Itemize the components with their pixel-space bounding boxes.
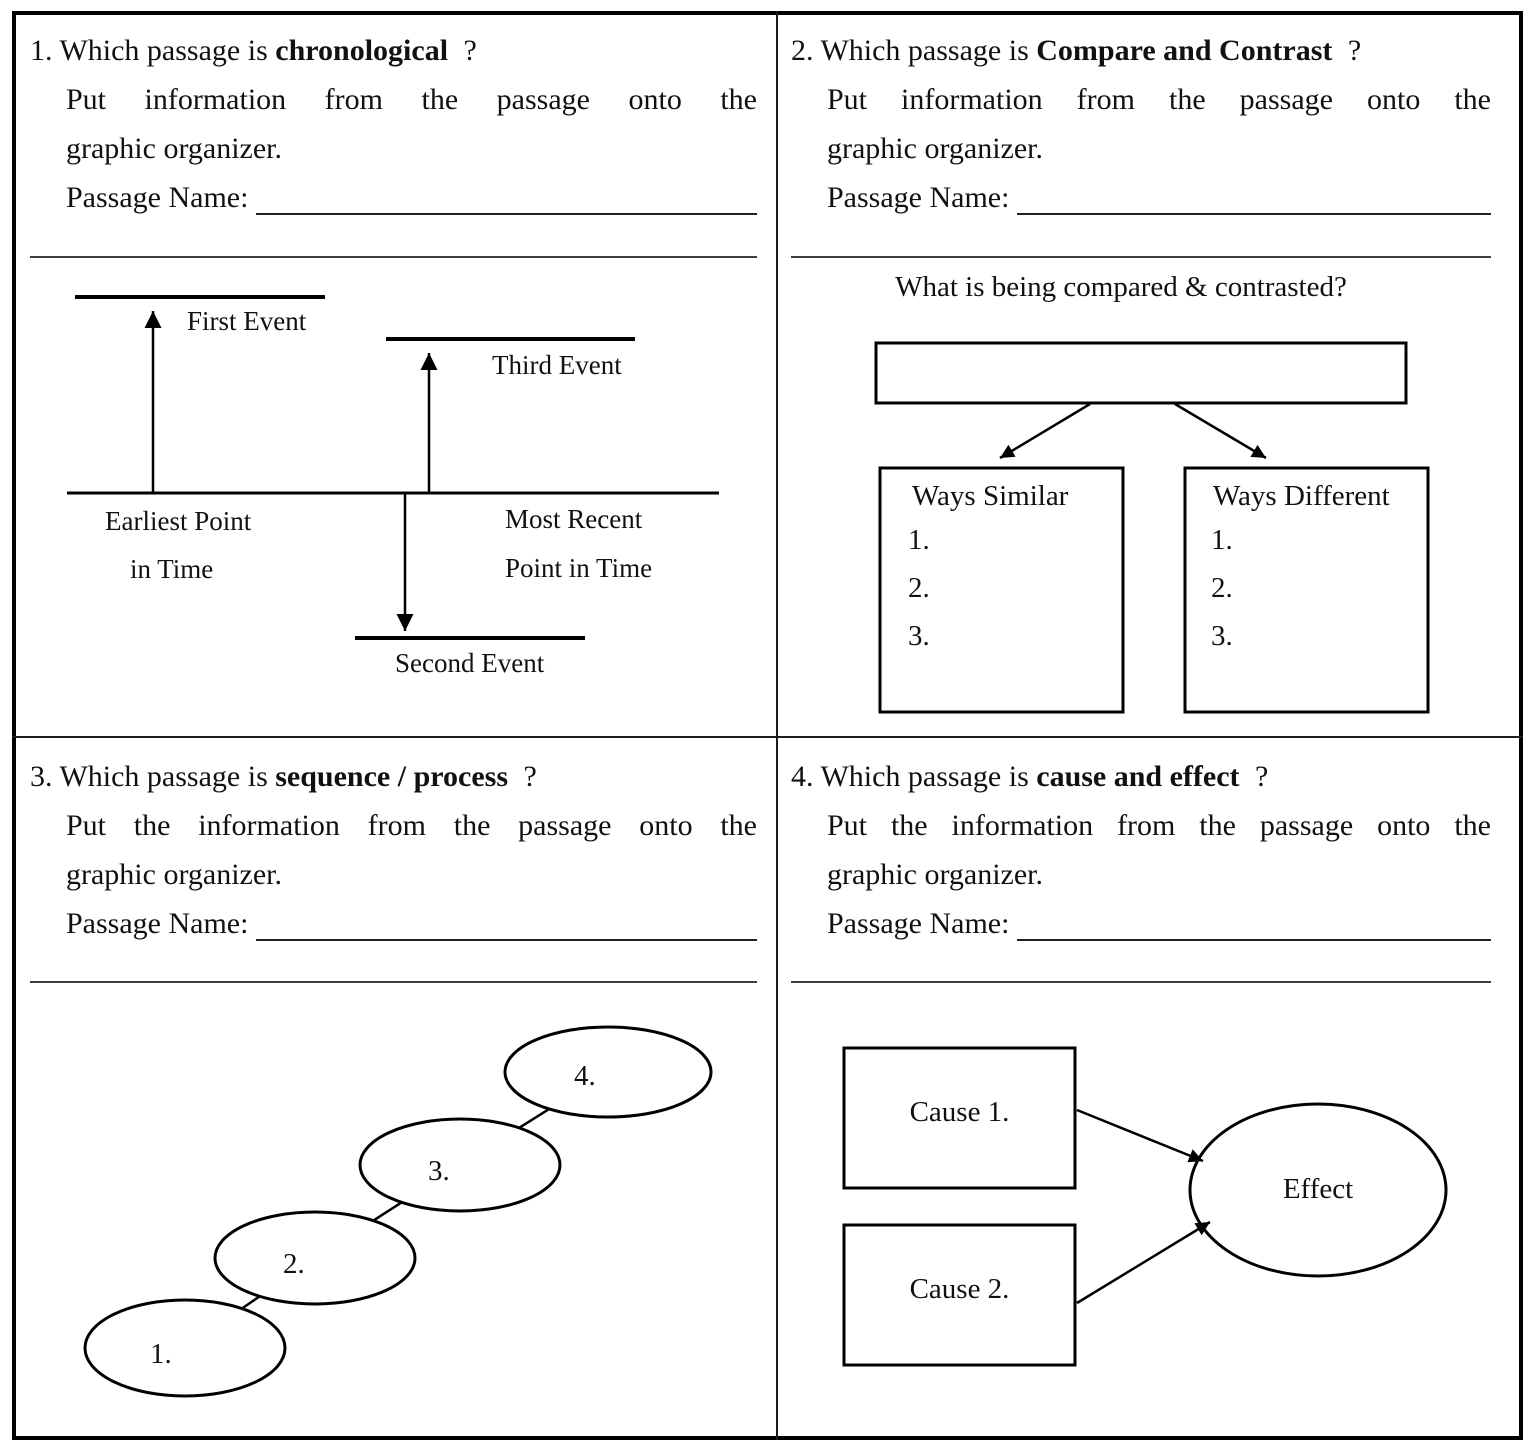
arrow-to-similar <box>999 402 1091 460</box>
passage-name-label: Passage Name: <box>827 907 1010 940</box>
ways-similar-title: Ways Similar <box>912 480 1069 512</box>
section-separator <box>30 256 757 258</box>
passage-name-blank[interactable] <box>1017 213 1491 215</box>
instruction-line: graphic organizer. <box>66 858 283 891</box>
worksheet-border <box>12 11 1523 1440</box>
question-2-block: 2. Which passage is Compare and Contrast… <box>791 26 1491 222</box>
earliest-point-label2: in Time <box>130 554 214 584</box>
passage-name-row: Passage Name: <box>66 899 757 948</box>
instruction-line: Put the information from the passage ont… <box>827 809 1491 842</box>
passage-name-blank[interactable] <box>256 213 757 215</box>
arrow-to-different <box>1174 402 1267 460</box>
first-event-label: First Event <box>187 306 307 336</box>
keyword-sequence-process: sequence / process <box>275 760 509 793</box>
sequence-step-4-label: 4. <box>574 1060 596 1092</box>
passage-name-row: Passage Name: <box>66 173 757 222</box>
vertical-divider <box>776 11 778 1440</box>
instruction-line: Put information from the passage onto th… <box>827 83 1491 116</box>
passage-name-blank[interactable] <box>256 939 757 941</box>
section-separator <box>30 981 757 983</box>
instruction-line: graphic organizer. <box>827 858 1044 891</box>
instruction-line: graphic organizer. <box>827 132 1044 165</box>
question-number: 4. <box>791 760 814 793</box>
different-item-1: 1. <box>1211 524 1233 556</box>
question-number: 1. <box>30 34 53 67</box>
different-item-2: 2. <box>1211 572 1233 604</box>
question-1-block: 1. Which passage is chronological ? Put … <box>30 26 757 222</box>
question-number: 2. <box>791 34 814 67</box>
cause-2-arrow <box>1076 1220 1211 1305</box>
similar-item-3: 3. <box>908 620 930 652</box>
sequence-step-2-ellipse[interactable] <box>213 1210 417 1306</box>
question-4-title: 4. Which passage is cause and effect ? <box>791 760 1269 793</box>
passage-name-label: Passage Name: <box>827 181 1010 214</box>
question-number: 3. <box>30 760 53 793</box>
section-separator <box>791 256 1491 258</box>
passage-name-row: Passage Name: <box>827 899 1491 948</box>
most-recent-label2: Point in Time <box>505 553 653 583</box>
cause-1-arrow <box>1076 1108 1204 1163</box>
sequence-step-3-label: 3. <box>428 1155 450 1187</box>
passage-name-label: Passage Name: <box>66 181 249 214</box>
question-2-title: 2. Which passage is Compare and Contrast… <box>791 34 1362 67</box>
ways-similar-box[interactable] <box>878 466 1125 714</box>
sequence-step-2-label: 2. <box>283 1248 305 1280</box>
question-4-block: 4. Which passage is cause and effect ? P… <box>791 752 1491 948</box>
similar-item-2: 2. <box>908 572 930 604</box>
sequence-step-1-label: 1. <box>150 1338 172 1370</box>
question-1-title: 1. Which passage is chronological ? <box>30 34 477 67</box>
effect-label: Effect <box>1282 1173 1354 1205</box>
effect-ellipse[interactable] <box>1188 1102 1448 1278</box>
ways-different-box[interactable] <box>1183 466 1430 714</box>
passage-name-blank[interactable] <box>1017 939 1491 941</box>
section-separator <box>791 981 1491 983</box>
cause-2-box[interactable] <box>842 1223 1077 1367</box>
ways-different-title: Ways Different <box>1213 480 1390 512</box>
cause-1-label: Cause 1. <box>909 1096 1010 1128</box>
sequence-step-1-ellipse[interactable] <box>83 1298 287 1398</box>
second-event-label: Second Event <box>395 648 545 678</box>
third-event-label: Third Event <box>492 350 622 380</box>
compared-topic-box[interactable] <box>874 341 1408 405</box>
instruction-line: graphic organizer. <box>66 132 283 165</box>
cause-2-label: Cause 2. <box>909 1273 1010 1305</box>
cause-1-box[interactable] <box>842 1046 1077 1190</box>
keyword-chronological: chronological <box>275 34 449 67</box>
keyword-compare-contrast: Compare and Contrast <box>1036 34 1333 67</box>
compare-contrast-prompt: What is being compared & contrasted? <box>895 271 1347 303</box>
sequence-step-4-ellipse[interactable] <box>503 1025 713 1119</box>
passage-name-label: Passage Name: <box>66 907 249 940</box>
passage-name-row: Passage Name: <box>827 173 1491 222</box>
instruction-line: Put the information from the passage ont… <box>66 809 757 842</box>
instruction-line: Put information from the passage onto th… <box>66 83 757 116</box>
question-3-block: 3. Which passage is sequence / process ?… <box>30 752 757 948</box>
different-item-3: 3. <box>1211 620 1233 652</box>
keyword-cause-effect: cause and effect <box>1036 760 1240 793</box>
similar-item-1: 1. <box>908 524 930 556</box>
earliest-point-label: Earliest Point <box>105 506 252 536</box>
most-recent-label: Most Recent <box>505 504 643 534</box>
question-3-title: 3. Which passage is sequence / process ? <box>30 760 537 793</box>
sequence-step-3-ellipse[interactable] <box>358 1117 562 1213</box>
horizontal-divider <box>12 736 1523 738</box>
